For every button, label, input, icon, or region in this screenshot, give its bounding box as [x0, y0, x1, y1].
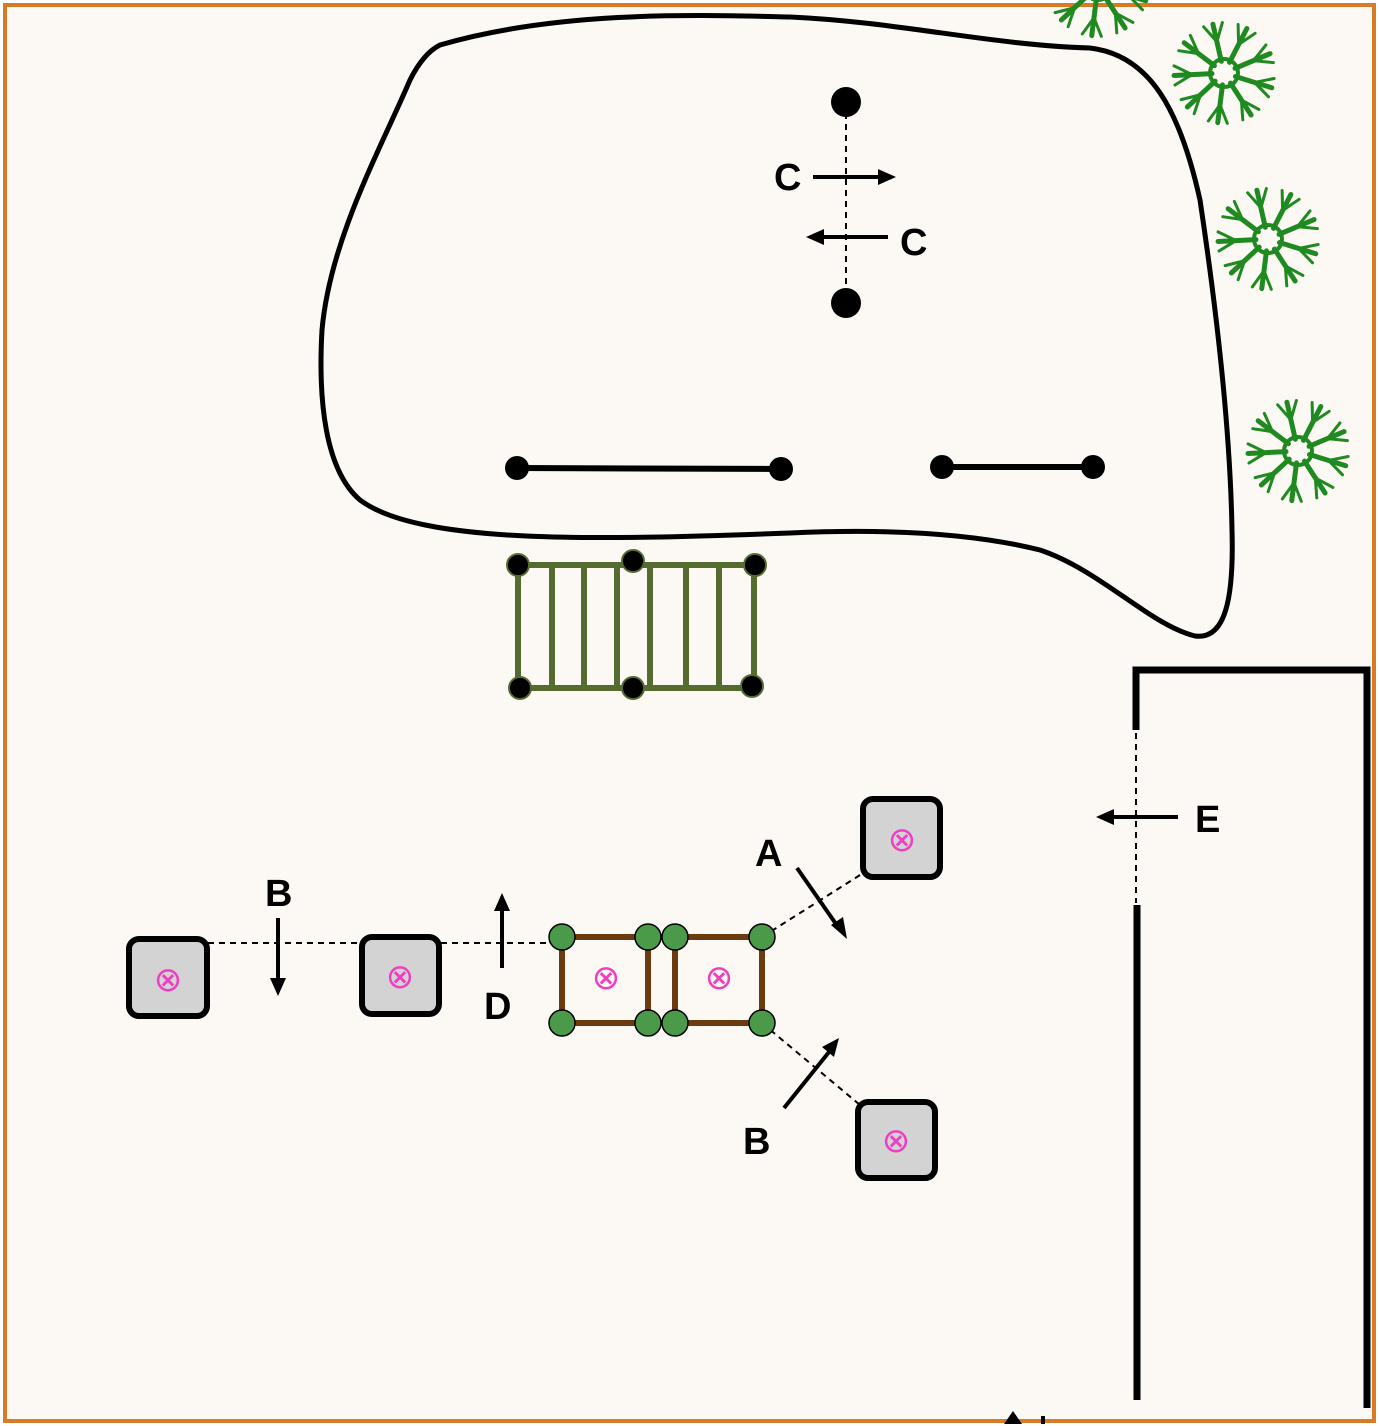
label-e: E [1195, 799, 1220, 841]
double-frame: ⊗ ⊗ [548, 923, 776, 1037]
label-a: A [755, 833, 782, 875]
post-node [505, 456, 529, 480]
arrow-head [270, 978, 286, 996]
arrow-head [822, 1038, 839, 1057]
frame-node [748, 923, 776, 951]
bottom-edge-marker [1004, 1411, 1045, 1424]
frame-node [661, 1009, 689, 1037]
label-c-bottom: C [900, 222, 927, 264]
box-mark: ⊗ [882, 1121, 911, 1161]
frame-node [634, 1009, 662, 1037]
enclosure-outline [318, 13, 1235, 639]
ladder-post [743, 553, 767, 577]
frame-mark: ⊗ [705, 958, 734, 998]
label-b-left: B [265, 873, 292, 915]
arrow-head [494, 893, 510, 911]
box-body [855, 1099, 938, 1181]
ladder-post [621, 676, 645, 700]
arrow-head [1004, 1411, 1022, 1424]
frame-mark: ⊗ [592, 958, 621, 998]
box-body [359, 934, 442, 1017]
ladder-post [621, 549, 645, 573]
post-node [831, 288, 861, 318]
post-node [831, 87, 861, 117]
arrow-shaft [795, 866, 838, 926]
box-body [860, 796, 943, 880]
frame-node [548, 923, 576, 951]
frame-node [548, 1009, 576, 1037]
field-border [3, 3, 1376, 1423]
frame-cell [559, 934, 651, 1026]
right-structure: E [1096, 666, 1371, 1408]
arrow-head [878, 169, 896, 185]
course-arrows: B D A B [265, 833, 847, 1163]
inner-bars [505, 455, 1105, 481]
frame-node [661, 923, 689, 951]
box-group: ⊗ ⊗ ⊗ ⊗ [126, 796, 943, 1181]
label-d: D [484, 986, 511, 1028]
bar [516, 465, 782, 472]
dashed-link [761, 869, 869, 938]
box-mark: ⊗ [154, 960, 183, 1000]
box-mark: ⊗ [888, 820, 917, 860]
post-node [1081, 455, 1105, 479]
box-left: ⊗ [126, 936, 210, 1019]
box-lower-right: ⊗ [855, 1099, 938, 1181]
arrow-head [1096, 809, 1114, 825]
frame-node [748, 1009, 776, 1037]
ladder-post [740, 674, 764, 698]
post-node [769, 457, 793, 481]
tree-icon [1215, 187, 1320, 292]
label-b-right: B [743, 1121, 770, 1163]
box-body [126, 936, 210, 1019]
arrow-head [831, 917, 847, 939]
box-mark: ⊗ [386, 957, 415, 997]
tree-group [1053, 0, 1350, 504]
structure-wall [1132, 666, 1371, 1408]
box-upper-right: ⊗ [860, 796, 943, 880]
box-center-left: ⊗ [359, 934, 442, 1017]
post-node [930, 455, 954, 479]
label-c-top: C [774, 157, 801, 199]
ladder-post [506, 553, 530, 577]
tree-icon [1245, 399, 1350, 504]
ladder-post [508, 676, 532, 700]
ladder [506, 549, 767, 700]
tree-icon [1053, 0, 1149, 39]
frame-cell [672, 934, 765, 1026]
section-c: C C [774, 87, 927, 318]
arrow-shaft [782, 1050, 831, 1110]
arrow-head [806, 229, 824, 245]
tree-icon [1171, 21, 1276, 126]
frame-node [634, 923, 662, 951]
